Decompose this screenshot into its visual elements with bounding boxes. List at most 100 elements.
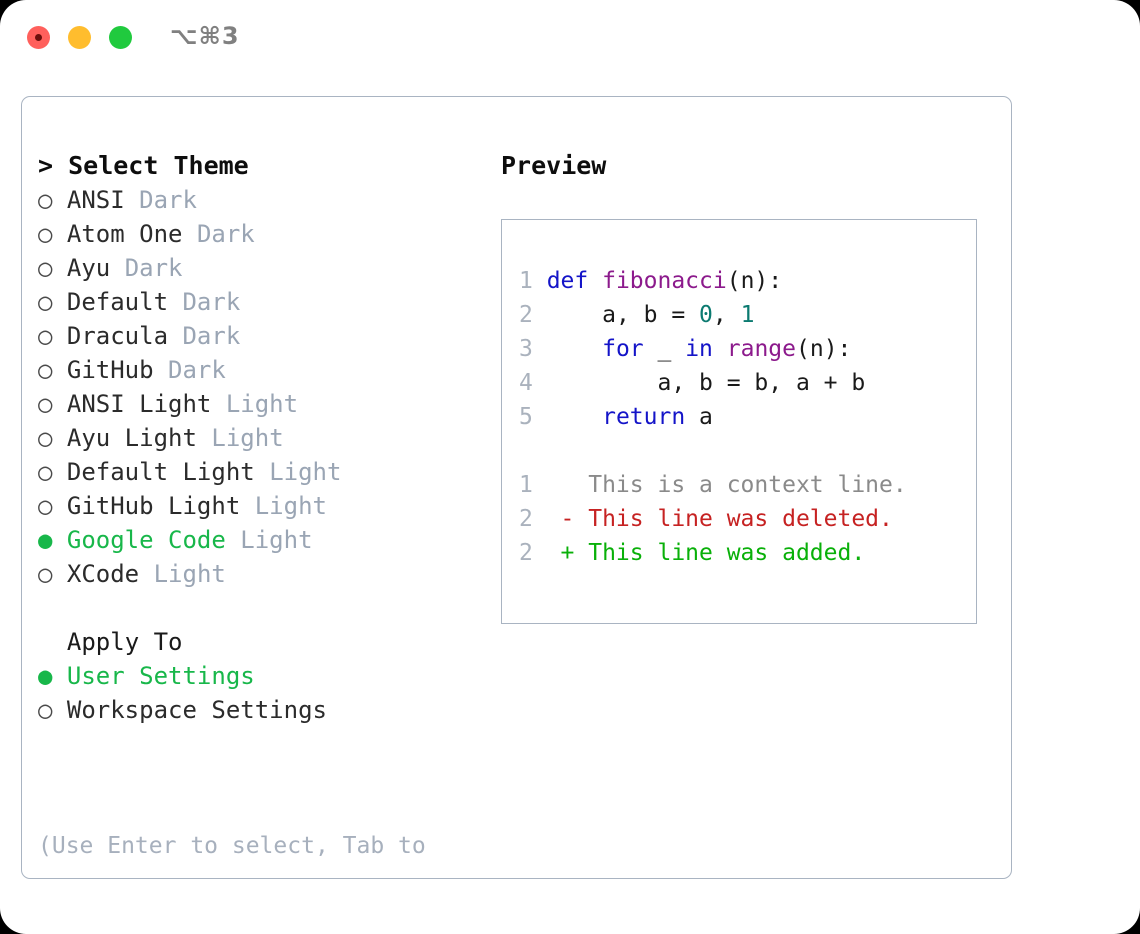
apply-to-option-label: Workspace Settings: [52, 696, 327, 724]
diff-gutter-space: [533, 506, 561, 532]
diff-text-del: - This line was deleted.: [560, 506, 893, 532]
code-token-pl: [547, 336, 602, 362]
radio-unselected-icon: ○: [38, 458, 53, 486]
theme-option-label: GitHub: [52, 356, 169, 384]
theme-option-label: Google Code: [52, 526, 241, 554]
code-gutter-space: [533, 302, 547, 328]
code-token-pl: ,: [712, 302, 741, 328]
code-gutter-space: [533, 370, 547, 396]
code-token-kw: return: [602, 404, 686, 430]
title-bar: ⌥⌘3: [0, 0, 1140, 76]
theme-option-ansi[interactable]: ○ ANSI Dark: [38, 183, 498, 217]
code-token-pl: (n):: [796, 336, 852, 362]
theme-variant-badge: Dark: [182, 288, 241, 316]
theme-option-default[interactable]: ○ Default Dark: [38, 285, 498, 319]
radio-unselected-icon: ○: [38, 696, 53, 724]
list-spacer: [38, 591, 498, 625]
theme-option-google-code[interactable]: ● Google Code Light: [38, 523, 498, 557]
diff-gutter-space: [533, 540, 561, 566]
line-number: 2: [519, 506, 533, 532]
code-gutter-space: [533, 336, 547, 362]
theme-option-label: Ayu Light: [52, 424, 212, 452]
code-token-num: 0: [699, 302, 713, 328]
theme-option-label: GitHub Light: [52, 492, 255, 520]
diff-text-ctx: This is a context line.: [560, 472, 907, 498]
theme-variant-badge: Light: [240, 526, 313, 554]
apply-to-list: ● User Settings○ Workspace Settings: [38, 659, 498, 727]
theme-variant-badge: Light: [211, 424, 284, 452]
line-number: 5: [519, 404, 533, 430]
theme-option-github-light[interactable]: ○ GitHub Light Light: [38, 489, 498, 523]
theme-variant-badge: Light: [254, 492, 327, 520]
theme-variant-badge: Dark: [168, 356, 226, 384]
theme-option-label: Dracula: [52, 322, 183, 350]
theme-option-atom-one[interactable]: ○ Atom One Dark: [38, 217, 498, 251]
preview-title: Preview: [501, 151, 607, 180]
diff-line: 1 This is a context line.: [519, 468, 907, 502]
code-gutter-space: [533, 268, 547, 294]
theme-option-ayu-light[interactable]: ○ Ayu Light Light: [38, 421, 498, 455]
theme-option-github[interactable]: ○ GitHub Dark: [38, 353, 498, 387]
keyboard-hint: (Use Enter to select, Tab to change focu…: [38, 761, 458, 934]
theme-variant-badge: Light: [225, 390, 299, 418]
maximize-button[interactable]: [109, 26, 132, 49]
theme-variant-badge: Dark: [196, 220, 255, 248]
theme-option-label: Default: [52, 288, 183, 316]
theme-picker-column: > Select Theme ○ ANSI Dark○ Atom One Dar…: [38, 149, 498, 934]
theme-option-dracula[interactable]: ○ Dracula Dark: [38, 319, 498, 353]
line-number: 1: [519, 268, 533, 294]
preview-column: Preview 1 def fibonacci(n):2 a, b = 0, 1…: [501, 149, 1001, 624]
code-token-pl: (n):: [726, 268, 783, 294]
close-button[interactable]: [27, 26, 50, 49]
line-number: 4: [519, 370, 533, 396]
diff-gutter-space: [533, 472, 561, 498]
code-token-pl: a: [685, 404, 713, 430]
theme-option-label: ANSI Light: [52, 390, 226, 418]
code-line: 4 a, b = b, a + b: [519, 366, 907, 400]
radio-selected-icon: ●: [38, 662, 53, 690]
radio-unselected-icon: ○: [38, 288, 53, 316]
radio-selected-icon: ●: [38, 526, 53, 554]
theme-option-ansi-light[interactable]: ○ ANSI Light Light: [38, 387, 498, 421]
code-gutter-space: [533, 404, 547, 430]
apply-to-option-user-settings[interactable]: ● User Settings: [38, 659, 498, 693]
radio-unselected-icon: ○: [38, 492, 53, 520]
code-token-pl: [713, 336, 727, 362]
code-token-pl: _: [643, 336, 686, 362]
code-token-kw: in: [685, 336, 713, 362]
code-line: 5 return a: [519, 400, 907, 434]
radio-unselected-icon: ○: [38, 424, 53, 452]
diff-text-add: + This line was added.: [560, 540, 866, 566]
hint-spacer: [38, 727, 498, 761]
code-token-fn: range: [726, 336, 796, 362]
window-controls: [27, 26, 132, 49]
line-number: 3: [519, 336, 533, 362]
line-number: 2: [519, 540, 533, 566]
theme-variant-badge: Light: [269, 458, 342, 486]
theme-option-default-light[interactable]: ○ Default Light Light: [38, 455, 498, 489]
minimize-button[interactable]: [68, 26, 91, 49]
theme-option-ayu[interactable]: ○ Ayu Dark: [38, 251, 498, 285]
code-token-pl: a, b = b, a + b: [546, 370, 866, 396]
theme-option-xcode[interactable]: ○ XCode Light: [38, 557, 498, 591]
radio-unselected-icon: ○: [38, 560, 53, 588]
code-token-fn: fibonacci: [602, 268, 727, 294]
keyboard-shortcut-label: ⌥⌘3: [170, 22, 240, 50]
code-line: 2 a, b = 0, 1: [519, 298, 907, 332]
diff-line: 2 - This line was deleted.: [519, 502, 907, 536]
code-line: 3 for _ in range(n):: [519, 332, 907, 366]
code-token-num: 1: [740, 302, 755, 328]
code-line: 1 def fibonacci(n):: [519, 264, 907, 298]
theme-list-header: > Select Theme: [38, 151, 249, 180]
theme-variant-badge: Dark: [182, 322, 241, 350]
radio-unselected-icon: ○: [38, 322, 53, 350]
main-panel: > Select Theme ○ ANSI Dark○ Atom One Dar…: [21, 96, 1012, 879]
theme-option-label: Ayu: [52, 254, 125, 282]
apply-to-option-workspace-settings[interactable]: ○ Workspace Settings: [38, 693, 498, 727]
diff-line: 2 + This line was added.: [519, 536, 907, 570]
theme-variant-badge: Dark: [124, 254, 183, 282]
theme-option-label: ANSI: [52, 186, 140, 214]
